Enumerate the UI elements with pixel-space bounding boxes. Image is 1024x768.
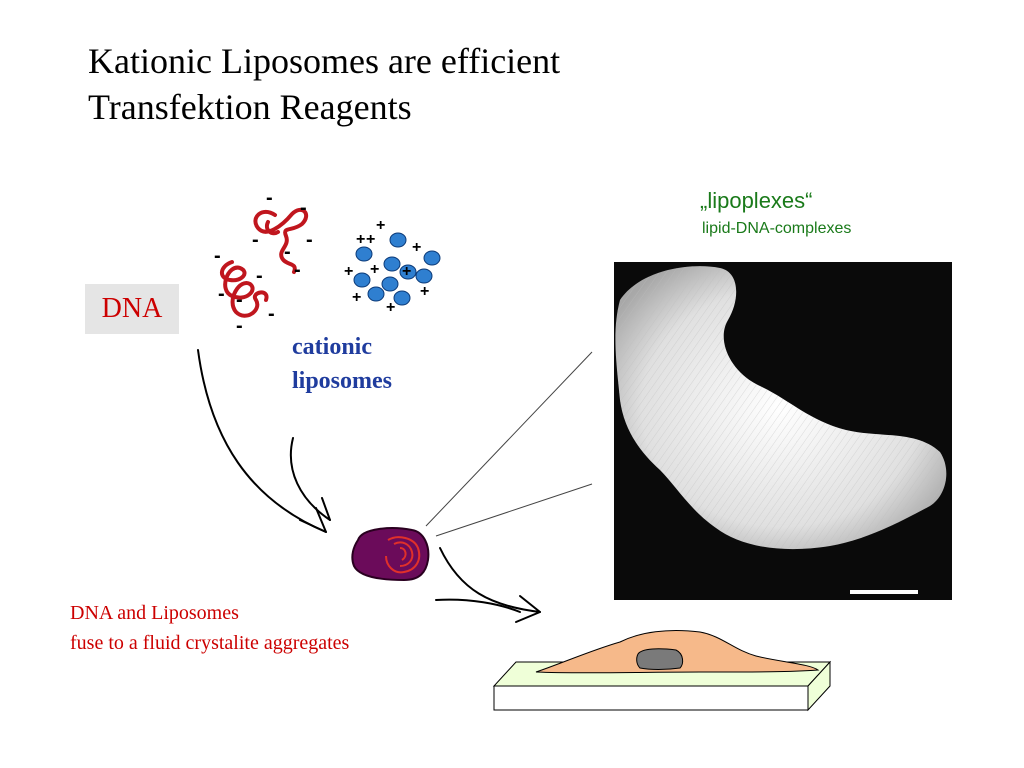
cationic-liposomes [353, 232, 441, 306]
svg-text:-: - [300, 197, 307, 219]
svg-text:+: + [344, 263, 353, 280]
fusion-caption: DNA and Liposomes fuse to a fluid crysta… [70, 598, 349, 658]
dna-label: DNA [85, 284, 179, 334]
svg-text:+: + [412, 239, 421, 256]
fusion-caption-line-1: DNA and Liposomes [70, 602, 239, 624]
svg-text:+: + [352, 289, 361, 306]
arrow-dna-to-complex [197, 349, 327, 533]
arrow-complex-to-cell [439, 547, 541, 613]
svg-text:-: - [268, 303, 275, 325]
svg-text:+: + [402, 263, 411, 280]
svg-text:-: - [236, 289, 243, 311]
micrograph [614, 262, 952, 600]
svg-text:-: - [294, 259, 301, 281]
svg-text:+: + [356, 231, 365, 248]
title-line-1: Kationic Liposomes are efficient [88, 41, 561, 81]
dna-strand-upper [253, 207, 309, 274]
svg-text:-: - [252, 229, 259, 251]
svg-text:-: - [236, 315, 243, 337]
lipoplexes-title: „lipoplexes“ [700, 188, 813, 213]
svg-text:+: + [420, 283, 429, 300]
svg-text:-: - [214, 245, 221, 267]
dna-strand-lower [220, 260, 269, 318]
svg-text:-: - [256, 265, 263, 287]
lipoplexes-subtitle: lipid-DNA-complexes [702, 220, 852, 237]
svg-text:+: + [366, 231, 375, 248]
svg-text:-: - [284, 241, 291, 263]
cationic-label-line-1: cationic [292, 334, 372, 360]
arrows [197, 349, 541, 623]
svg-text:+: + [386, 299, 395, 316]
liposome-charges: + + + + + + + + + + [344, 217, 429, 316]
arrow-liposome-to-complex [289, 437, 331, 521]
dna-strands [220, 207, 309, 318]
svg-text:-: - [306, 229, 313, 251]
fusion-caption-line-2: fuse to a fluid crystalite aggregates [70, 632, 350, 654]
cell-nucleus [636, 648, 684, 670]
slide-title: Kationic Liposomes are efficient Transfe… [88, 38, 560, 130]
cationic-liposomes-label: cationic liposomes [292, 330, 392, 398]
svg-text:+: + [376, 217, 385, 234]
slide-side [807, 660, 831, 712]
svg-text:+: + [370, 261, 379, 278]
cell-on-slide [492, 630, 832, 712]
svg-text:-: - [266, 187, 273, 209]
svg-text:-: - [218, 283, 225, 305]
lipoplex [351, 527, 430, 582]
cationic-label-line-2: liposomes [292, 368, 393, 394]
title-line-2: Transfektion Reagents [88, 87, 412, 127]
scale-bar [850, 590, 918, 594]
dna-strand-upper-tail [265, 220, 280, 236]
zoom-lines [425, 351, 593, 537]
slide-front [493, 685, 809, 711]
dna-charges: - - - - - - - - - - - - [214, 187, 313, 337]
arrow-complex-to-cell-2 [435, 598, 521, 613]
